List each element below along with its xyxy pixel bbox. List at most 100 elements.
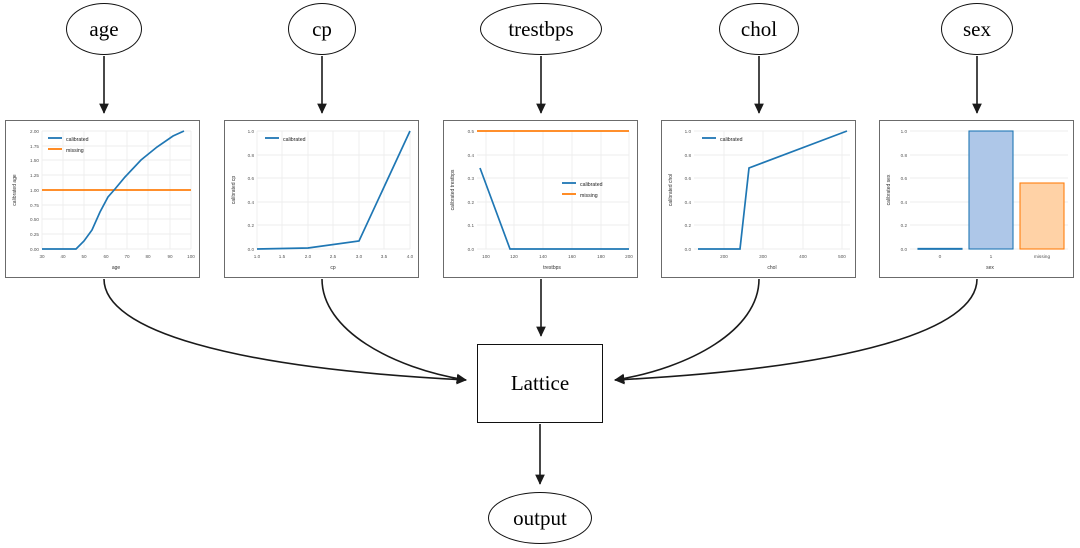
svg-text:1.0: 1.0 — [901, 129, 908, 134]
svg-text:200: 200 — [625, 254, 633, 259]
svg-text:500: 500 — [838, 254, 846, 259]
svg-text:40: 40 — [60, 254, 66, 259]
svg-text:4.0: 4.0 — [407, 254, 414, 259]
svg-text:50: 50 — [81, 254, 87, 259]
svg-text:0.2: 0.2 — [248, 223, 255, 228]
node-cp-label: cp — [312, 16, 332, 41]
svg-text:0.3: 0.3 — [468, 176, 475, 181]
node-sex-label: sex — [963, 16, 991, 41]
svg-text:0.0: 0.0 — [468, 247, 475, 252]
svg-text:0.0: 0.0 — [248, 247, 255, 252]
svg-text:80: 80 — [145, 254, 151, 259]
svg-text:1.5: 1.5 — [279, 254, 286, 259]
plot-panel-cp[interactable]: calibrated 0.0 0.2 0.4 0.6 0.8 1.0 1.0 1.5 2… — [224, 120, 419, 278]
svg-text:160: 160 — [568, 254, 576, 259]
edge-sex-plot-to-lattice — [614, 278, 978, 385]
svg-text:1.00: 1.00 — [30, 188, 39, 193]
edge-cp-plot-to-lattice — [321, 278, 467, 384]
ylabel-chol: calibrated chol — [668, 174, 674, 206]
node-trestbps-label: trestbps — [508, 16, 574, 41]
chart-cp: calibrated 0.0 0.2 0.4 0.6 0.8 1.0 1.0 1.5 2… — [225, 121, 418, 277]
svg-text:2.5: 2.5 — [330, 254, 337, 259]
svg-text:1.0: 1.0 — [685, 129, 692, 134]
series-calibrated-chol — [698, 130, 848, 250]
svg-text:140: 140 — [539, 254, 547, 259]
svg-text:0.2: 0.2 — [901, 223, 908, 228]
svg-text:0.75: 0.75 — [30, 203, 39, 208]
svg-text:1.0: 1.0 — [248, 129, 255, 134]
node-trestbps[interactable]: trestbps — [480, 3, 602, 55]
node-output[interactable]: output — [488, 492, 592, 544]
node-cp[interactable]: cp — [288, 3, 356, 55]
ylabel-age: calibrated age — [12, 174, 18, 206]
node-age[interactable]: age — [66, 3, 142, 55]
svg-text:60: 60 — [103, 254, 109, 259]
series-calibrated-age — [42, 130, 185, 250]
svg-text:0.2: 0.2 — [685, 223, 692, 228]
bar-sex-0 — [917, 247, 963, 250]
svg-text:120: 120 — [510, 254, 518, 259]
legend-trestbps: calibrated missing — [562, 182, 603, 199]
svg-text:400: 400 — [799, 254, 807, 259]
xlabel-chol: chol — [767, 265, 776, 271]
legend-cp: calibrated — [265, 137, 306, 143]
svg-text:300: 300 — [759, 254, 767, 259]
xlabel-trestbps: trestbps — [543, 265, 561, 271]
svg-text:0.6: 0.6 — [248, 176, 255, 181]
svg-text:100: 100 — [482, 254, 490, 259]
ylabel-sex: calibrated sex — [886, 174, 892, 205]
node-lattice[interactable]: Lattice — [477, 344, 603, 423]
svg-text:0.4: 0.4 — [901, 200, 908, 205]
svg-text:100: 100 — [187, 254, 195, 259]
svg-text:0.2: 0.2 — [468, 200, 475, 205]
legend-trestbps-calibrated: calibrated — [580, 182, 603, 188]
legend-chol-calibrated: calibrated — [720, 137, 743, 143]
bar-sex-1 — [968, 130, 1014, 250]
svg-text:0: 0 — [939, 254, 942, 260]
xlabel-sex: sex — [986, 265, 994, 271]
svg-text:1.75: 1.75 — [30, 144, 39, 149]
svg-text:0.25: 0.25 — [30, 232, 39, 237]
svg-text:0.0: 0.0 — [901, 247, 908, 252]
node-lattice-label: Lattice — [510, 371, 570, 395]
ylabel-cp: calibrated cp — [231, 176, 237, 205]
legend-age: calibrated missing — [48, 137, 89, 154]
svg-text:90: 90 — [167, 254, 173, 259]
svg-text:0.5: 0.5 — [468, 129, 475, 134]
node-sex[interactable]: sex — [941, 3, 1013, 55]
node-chol-label: chol — [740, 16, 778, 41]
svg-text:1.25: 1.25 — [30, 173, 39, 178]
edge-age-plot-to-lattice — [103, 278, 467, 385]
svg-text:0.0: 0.0 — [685, 247, 692, 252]
series-calibrated-cp — [256, 130, 411, 250]
svg-text:2.00: 2.00 — [30, 129, 39, 134]
bar-sex-missing — [1019, 182, 1065, 250]
legend-cp-calibrated: calibrated — [283, 137, 306, 143]
svg-text:0.4: 0.4 — [685, 200, 692, 205]
svg-text:3.0: 3.0 — [356, 254, 363, 259]
svg-text:2.0: 2.0 — [305, 254, 312, 259]
svg-text:0.1: 0.1 — [468, 223, 475, 228]
svg-text:0.8: 0.8 — [248, 153, 255, 158]
svg-text:3.5: 3.5 — [381, 254, 388, 259]
svg-text:0.4: 0.4 — [248, 200, 255, 205]
legend-trestbps-missing: missing — [580, 193, 598, 199]
svg-text:180: 180 — [597, 254, 605, 259]
edge-chol-plot-to-lattice — [614, 278, 760, 384]
svg-text:1.50: 1.50 — [30, 158, 39, 163]
svg-text:0.6: 0.6 — [901, 176, 908, 181]
legend-age-calibrated: calibrated — [66, 137, 89, 143]
legend-age-missing: missing — [66, 148, 84, 154]
svg-text:30: 30 — [39, 254, 45, 259]
svg-text:0.50: 0.50 — [30, 217, 39, 222]
node-chol[interactable]: chol — [719, 3, 799, 55]
svg-text:0.8: 0.8 — [685, 153, 692, 158]
svg-text:1.0: 1.0 — [254, 254, 261, 259]
svg-text:0.6: 0.6 — [685, 176, 692, 181]
chart-trestbps: calibrated missing 0.00.1 0.20.3 0.40.5 … — [444, 121, 637, 277]
